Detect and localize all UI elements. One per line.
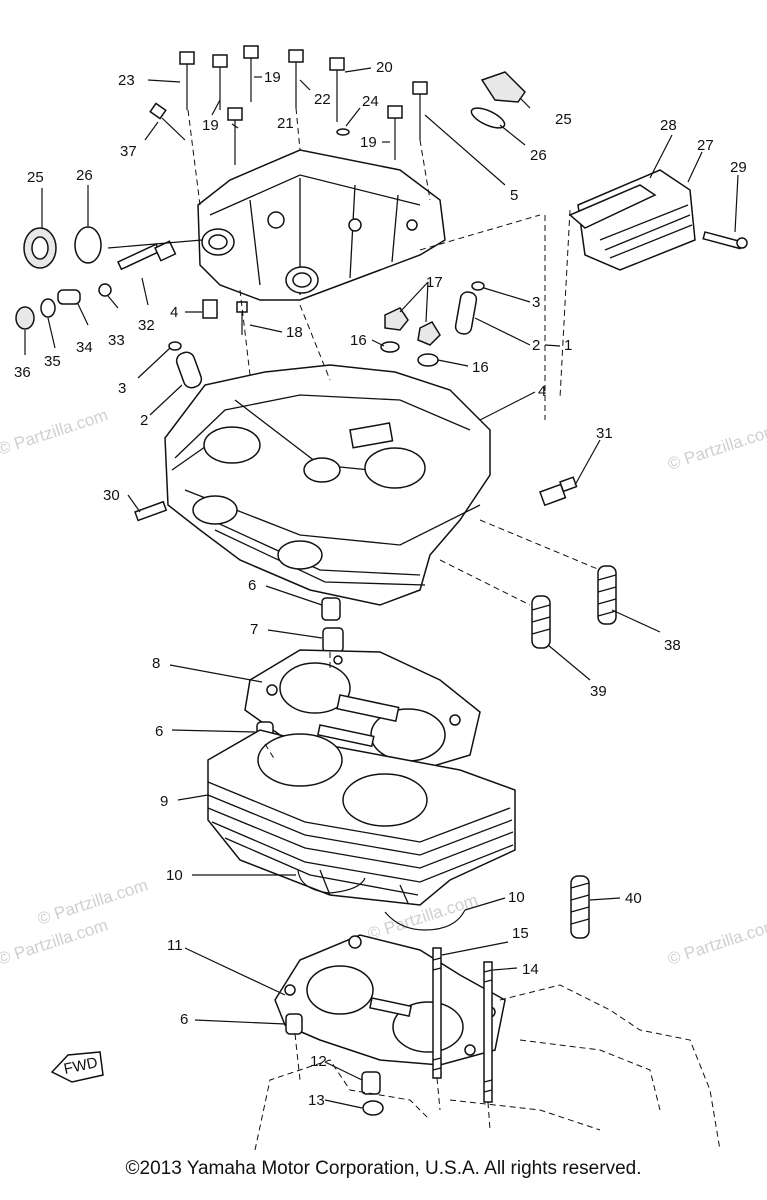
- callout-25-left: 25: [27, 169, 44, 186]
- crankcase-outline: [254, 984, 721, 1150]
- callout-16-left: 16: [350, 332, 367, 349]
- stud-40: [570, 875, 590, 939]
- head-side-parts: [134, 476, 617, 649]
- callout-34: 34: [76, 339, 93, 356]
- callout-24: 24: [362, 93, 379, 110]
- callout-4-lower: 4: [538, 383, 546, 400]
- callout-14: 14: [522, 961, 539, 978]
- tappet-cover-assembly: [568, 169, 748, 271]
- forward-direction-indicator: FWD: [50, 1051, 104, 1083]
- dowel-pins-upper: [321, 597, 344, 653]
- callout-31: 31: [596, 425, 613, 442]
- callout-1: 1: [564, 337, 572, 354]
- callout-26-left: 26: [76, 167, 93, 184]
- callout-labels: 23 19 19 22 20 21 24 19 37 25 26 5 28 27…: [14, 59, 747, 1109]
- callout-30: 30: [103, 487, 120, 504]
- cylinder-head: [164, 364, 491, 606]
- head-gasket: [244, 649, 481, 771]
- callout-3-right: 3: [532, 294, 540, 311]
- callout-39: 39: [590, 683, 607, 700]
- callout-17: 17: [426, 274, 443, 291]
- callout-5: 5: [510, 187, 518, 204]
- valve-guides-and-caps: [168, 281, 485, 389]
- callout-6-middle: 6: [155, 723, 163, 740]
- callout-2-left: 2: [140, 412, 148, 429]
- callout-19-right: 19: [360, 134, 377, 151]
- callout-29: 29: [730, 159, 747, 176]
- callout-21: 21: [277, 115, 294, 132]
- callout-32: 32: [138, 317, 155, 334]
- callout-9: 9: [160, 793, 168, 810]
- callout-33: 33: [108, 332, 125, 349]
- callout-2-right: 2: [532, 337, 540, 354]
- callout-26-top: 26: [530, 147, 547, 164]
- watermark-right-1: © Partzilla.com: [665, 420, 767, 473]
- callout-10-left: 10: [166, 867, 183, 884]
- callout-28: 28: [660, 117, 677, 134]
- callout-13: 13: [308, 1092, 325, 1109]
- callout-8: 8: [152, 655, 160, 672]
- base-gasket: [274, 934, 506, 1066]
- cover-plug-and-oring-top: [470, 71, 526, 129]
- cylinder-head-bolts: [149, 45, 428, 165]
- callout-20: 20: [376, 59, 393, 76]
- callout-38: 38: [664, 637, 681, 654]
- callout-15: 15: [512, 925, 529, 942]
- watermark-right-2: © Partzilla.com: [665, 915, 767, 968]
- callout-10-right: 10: [508, 889, 525, 906]
- cylinder-block: [207, 729, 516, 906]
- left-side-small-parts: [15, 226, 248, 335]
- callout-40: 40: [625, 890, 642, 907]
- callout-19-left: 19: [202, 117, 219, 134]
- callout-11: 11: [167, 937, 183, 954]
- cylinder-o-rings: [297, 869, 466, 931]
- fwd-label: FWD: [62, 1054, 99, 1078]
- lower-dowels: [285, 1013, 384, 1116]
- callout-23: 23: [118, 72, 135, 89]
- callout-27: 27: [697, 137, 714, 154]
- watermark-left-1: © Partzilla.com: [0, 405, 110, 458]
- callout-18: 18: [286, 324, 303, 341]
- callout-19-middle: 19: [264, 69, 281, 86]
- callout-6-lower: 6: [180, 1011, 188, 1028]
- callout-12: 12: [310, 1053, 327, 1070]
- callout-4-upper: 4: [170, 304, 178, 321]
- callout-3-left: 3: [118, 380, 126, 397]
- callout-16-right: 16: [472, 359, 489, 376]
- callout-7: 7: [250, 621, 258, 638]
- leader-lines: [24, 67, 739, 1131]
- cylinder-head-cover: [197, 149, 446, 301]
- callout-22: 22: [314, 91, 331, 108]
- callout-35: 35: [44, 353, 61, 370]
- exploded-view-drawing: © Partzilla.com © Partzilla.com © Partzi…: [0, 45, 767, 1150]
- callout-25-top: 25: [555, 111, 572, 128]
- callout-6-top: 6: [248, 577, 256, 594]
- copyright-notice: ©2013 Yamaha Motor Corporation, U.S.A. A…: [125, 1158, 642, 1179]
- callout-36: 36: [14, 364, 31, 381]
- callout-37: 37: [120, 143, 137, 160]
